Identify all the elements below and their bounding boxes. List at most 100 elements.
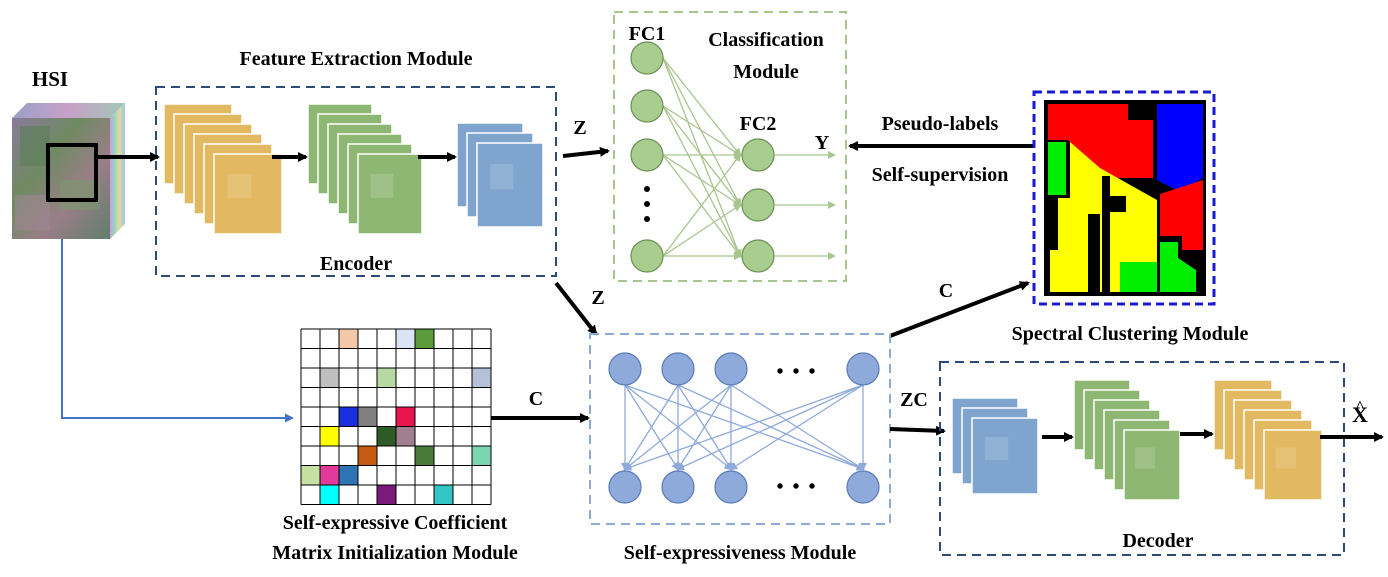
spectral-clustering-box — [1032, 90, 1216, 306]
self-expr-nodes — [608, 352, 880, 504]
encoder-feature-stack-blue — [456, 122, 544, 228]
fc2-label: FC2 — [740, 113, 777, 135]
fc-edge — [662, 203, 742, 257]
self-expr-bottom-node — [846, 470, 880, 504]
arrow-zc-to-decoder — [889, 425, 946, 436]
fc2-node — [741, 188, 775, 222]
classification-box — [613, 11, 847, 282]
fc-edge — [662, 153, 742, 257]
feature-extraction-box — [155, 86, 557, 277]
fc-edge — [662, 105, 742, 157]
vertical-ellipsis — [644, 186, 650, 222]
coef-matrix-cell — [472, 446, 491, 466]
spectral-clustering-label: Spectral Clustering Module — [1012, 323, 1249, 345]
self-expr-edge — [623, 384, 679, 471]
decoder-box — [939, 361, 1345, 556]
decoder-yellow-texture — [1275, 447, 1296, 469]
clustering-map — [1044, 100, 1206, 296]
hsi-cube — [12, 103, 125, 239]
fc-edge — [662, 154, 742, 207]
y-label: Y — [815, 132, 830, 154]
coef-matrix-cell — [339, 329, 358, 349]
self-expr-top-node — [846, 352, 880, 386]
encoder-label: Encoder — [320, 253, 392, 275]
fc-edge — [662, 57, 742, 258]
fc1-node — [630, 41, 664, 75]
decoder-feature-stack-blue — [951, 397, 1039, 495]
decoder-green-map — [1123, 429, 1181, 501]
coef-label-line2: Matrix Initialization Module — [272, 542, 518, 564]
coef-matrix-cell — [358, 446, 377, 466]
fc-edge — [662, 105, 741, 258]
self-supervision-label: Self-supervision — [872, 164, 1009, 186]
coef-label-line1: Self-expressive Coefficient — [283, 512, 508, 534]
coef-matrix-cell — [320, 368, 339, 388]
classification-label-line1: Classification — [708, 29, 824, 51]
coef-matrix-cell — [415, 446, 434, 466]
decoder-feature-stack-green — [1073, 379, 1181, 501]
encoder-yellow-texture — [227, 174, 252, 198]
fc1-node — [630, 239, 664, 273]
self-expr-dots-top: • • • — [776, 361, 817, 383]
self-expr-bottom-node — [608, 470, 642, 504]
fc-connections — [662, 57, 836, 260]
x-hat-label: X — [1352, 402, 1368, 427]
decoder-blue-texture — [985, 437, 1009, 460]
fc1-label: FC1 — [629, 23, 666, 45]
fc2-node — [741, 239, 775, 273]
z-top-label: Z — [573, 117, 586, 139]
fc1-node — [630, 138, 664, 172]
c-left-label: C — [529, 388, 543, 410]
coef-matrix-cell — [396, 329, 415, 349]
self-expr-edge — [676, 384, 864, 471]
coef-matrix-cell — [339, 465, 358, 485]
self-expr-label: Self-expressiveness Module — [624, 542, 857, 564]
feature-extraction-label: Feature Extraction Module — [240, 48, 473, 70]
encoder-blue-map — [476, 142, 544, 228]
coefficient-matrix — [300, 328, 492, 505]
coef-matrix-cell — [320, 465, 339, 485]
encoder-blue-texture — [490, 164, 514, 190]
hsi-label: HSI — [32, 67, 68, 91]
pseudo-labels-label: Pseudo-labels — [882, 113, 999, 135]
patch-window — [46, 143, 98, 202]
arrow-z-to-classification — [562, 146, 610, 158]
self-expr-top-node — [714, 352, 748, 386]
coef-matrix-cell — [377, 426, 396, 446]
self-expr-edge — [676, 384, 732, 471]
decoder-label: Decoder — [1122, 530, 1193, 552]
coef-matrix-cell — [396, 407, 415, 427]
fc-edge — [662, 57, 742, 157]
arrow-z-to-self-expr — [554, 281, 598, 336]
coef-matrix-cell — [377, 485, 396, 505]
decoder-feature-stack-yellow — [1213, 379, 1323, 501]
self-expr-bottom-node — [661, 470, 695, 504]
coef-matrix-cell — [434, 485, 453, 505]
self-expr-edge — [623, 384, 864, 471]
coef-matrix-cell — [396, 426, 415, 446]
x-hat-accent: ^ — [1356, 399, 1364, 414]
self-expr-edge — [623, 384, 732, 471]
fc-nodes — [630, 41, 775, 273]
arrow-c-to-spectral — [889, 281, 1030, 338]
self-expr-dots-bottom: • • • — [776, 476, 817, 498]
z-mid-label: Z — [591, 287, 604, 309]
encoder-green-texture — [370, 174, 394, 198]
encoder-feature-stack-green — [307, 103, 423, 235]
self-expr-top-node — [661, 352, 695, 386]
decoder-green-texture — [1135, 447, 1155, 469]
decoder-blue-map — [971, 417, 1039, 495]
coef-matrix-cell — [415, 329, 434, 349]
encoder-feature-stack-yellow — [163, 103, 283, 235]
coef-matrix-cell — [472, 368, 491, 388]
fc2-node — [741, 138, 775, 172]
encoder-green-map — [357, 153, 423, 235]
self-expr-connections — [621, 384, 867, 471]
classification-label-line2: Module — [733, 61, 799, 83]
fc1-node — [630, 89, 664, 123]
coef-matrix-cell — [320, 426, 339, 446]
coef-matrix-cell — [377, 368, 396, 388]
coef-matrix-cell — [320, 485, 339, 505]
self-expr-edge — [729, 384, 864, 471]
